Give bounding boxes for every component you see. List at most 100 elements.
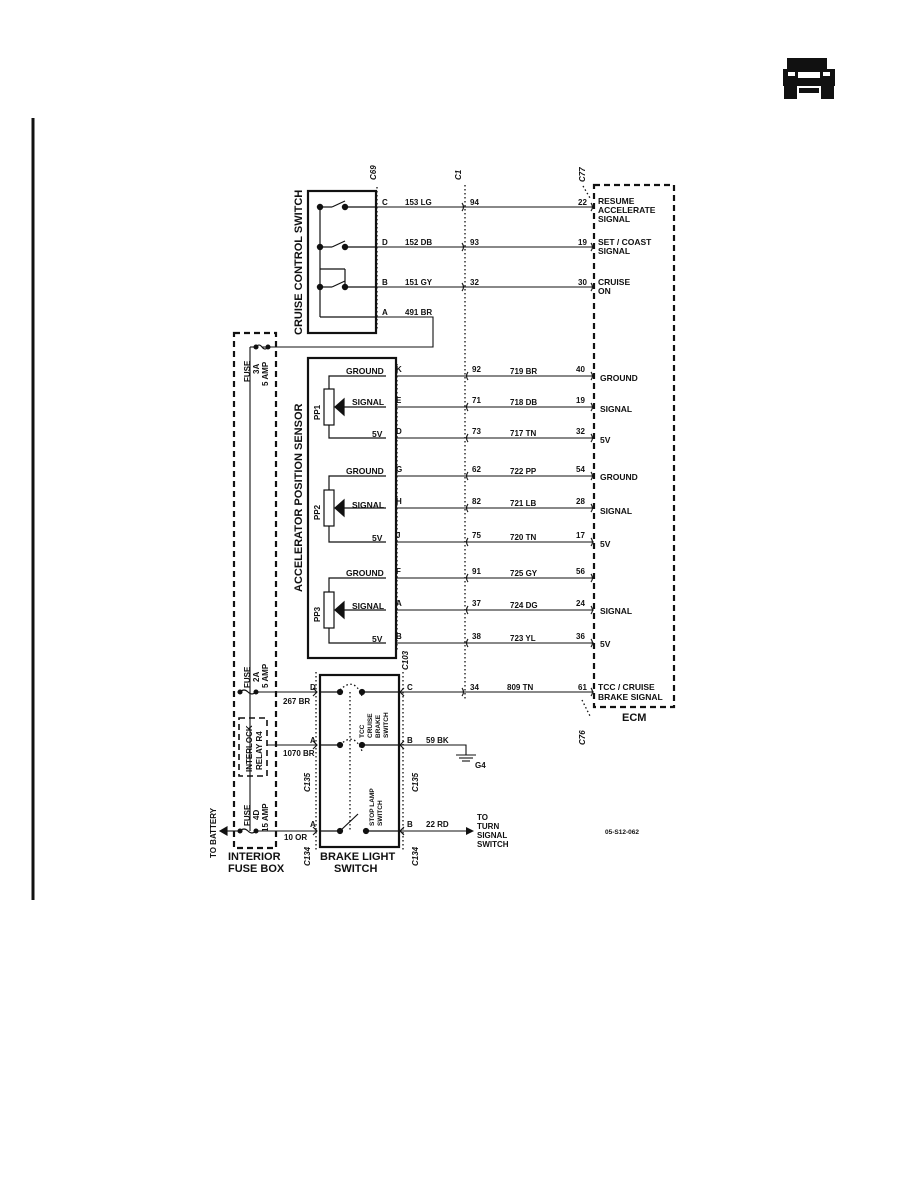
c1-pin-32: 32 [470,278,479,287]
fuse-3a [250,344,271,350]
connector-c134-left: C134 [303,846,312,866]
fuse-2a-label-3: 5 AMP [261,663,270,688]
connector-c135-left: C135 [303,772,312,792]
cruise-pin-d: D [382,238,388,247]
svg-text:40: 40 [576,365,585,374]
svg-text:54: 54 [576,465,585,474]
cruise-control-switch-box [306,189,378,335]
tcc-switch-label-3: BRAKE [375,714,382,738]
ecm-cruise-on-label: CRUISE [598,277,630,287]
brake-switch-contacts [320,688,399,835]
ecm-pin-19a: 19 [578,238,587,247]
cruise-wire-153: 153 LG [405,198,432,207]
cruise-pin-a: A [382,308,388,317]
svg-text:718 DB: 718 DB [510,398,537,407]
connector-c76: C76 [578,730,587,745]
fuse-2a-label: FUSE [243,666,252,688]
brake-pin-b2: B [407,820,413,829]
svg-text:5V: 5V [372,634,383,644]
fuse-2a [237,689,316,695]
to-turn-signal-label-3: SIGNAL [477,831,507,840]
figure-ref: 05-S12-062 [605,829,639,836]
tcc-brake-signal-label-2: BRAKE SIGNAL [598,692,663,702]
fuse-4d-label: FUSE [243,804,252,826]
svg-text:GROUND: GROUND [346,466,384,476]
svg-text:5V: 5V [600,539,611,549]
brake-light-switch-box [318,673,401,849]
connector-c77: C77 [578,167,587,182]
fuse-4d-label-2: 4D [252,810,261,820]
svg-text:17: 17 [576,531,585,540]
svg-text:724 DG: 724 DG [510,601,538,610]
svg-text:5V: 5V [372,429,383,439]
svg-text:SIGNAL: SIGNAL [352,500,384,510]
svg-text:28: 28 [576,497,585,506]
svg-text:B: B [396,632,402,641]
connector-c69: C69 [369,165,378,180]
ecm-resume-label: RESUME [598,196,635,206]
svg-text:38: 38 [472,632,481,641]
svg-text:G: G [396,465,402,474]
aps-row-5: SIGNAL H 82 721 LB 28 SIGNAL [352,497,632,516]
svg-text:32: 32 [576,427,585,436]
brake-wires [312,687,594,836]
tcc-brake-signal-label: TCC / CRUISE [598,682,655,692]
wire-1070: 1070 BR [283,749,315,758]
ecm-label: ECM [622,712,646,724]
svg-text:5V: 5V [600,435,611,445]
svg-text:GROUND: GROUND [600,373,638,383]
ecm-cruise-on-label-2: ON [598,286,611,296]
fuse-box-label-1: INTERIOR [228,851,281,863]
connector-c134-right: C134 [411,846,420,866]
aps-row-6: 5V J 75 720 TN 17 5V [372,531,611,549]
svg-text:91: 91 [472,567,481,576]
connector-c103: C103 [401,650,410,670]
brake-switch-label-2: SWITCH [334,863,377,875]
pp1-potentiometer [323,375,386,439]
svg-text:D: D [396,427,402,436]
brake-pin-a2: A [310,820,316,829]
fuse-box-label-2: FUSE BOX [228,863,285,875]
fuse-3a-label: FUSE [243,360,252,382]
svg-text:SIGNAL: SIGNAL [352,397,384,407]
tcc-switch-label-2: CRUISE [367,713,374,738]
to-turn-signal-label: TO [477,813,488,822]
aps-row-8: SIGNAL A 37 724 DG 24 SIGNAL [352,599,632,616]
interlock-label: INTERLOCK [245,725,254,772]
c1-pin-34: 34 [470,683,479,692]
svg-text:5V: 5V [372,533,383,543]
wire-267: 267 BR [283,697,310,706]
fuse-3a-label-2: 3A [252,364,261,374]
ecm-resume-label-2: ACCELERATE [598,205,656,215]
svg-text:37: 37 [472,599,481,608]
ecm-set-label-2: SIGNAL [598,246,630,256]
svg-text:71: 71 [472,396,481,405]
wire-809: 809 TN [507,683,533,692]
connector-c1: C1 [454,169,463,180]
svg-text:75: 75 [472,531,481,540]
svg-text:5V: 5V [600,639,611,649]
svg-text:GROUND: GROUND [346,568,384,578]
cruise-wire-491: 491 BR [405,308,432,317]
cruise-wire-151: 151 GY [405,278,433,287]
pp2-label: PP2 [313,504,322,520]
ecm-pin-22: 22 [578,198,587,207]
cruise-pin-b: B [382,278,388,287]
svg-text:719 BR: 719 BR [510,367,537,376]
pp3-label: PP3 [313,606,322,622]
aps-row-4: GROUND G 62 722 PP 54 GROUND [346,465,638,482]
svg-text:GROUND: GROUND [600,472,638,482]
svg-text:J: J [396,531,400,540]
fuse-4d [218,826,316,836]
wire-59: 59 BK [426,736,449,745]
tcc-switch-label: TCC [359,724,366,738]
to-battery-label: TO BATTERY [209,807,218,858]
svg-text:92: 92 [472,365,481,374]
hummer-vehicle-icon [783,58,835,99]
ecm-pin-61: 61 [578,683,587,692]
pp2-potentiometer [323,475,386,543]
interior-fuse-box [232,331,278,850]
to-turn-signal-label-2: TURN [477,822,499,831]
svg-text:H: H [396,497,402,506]
